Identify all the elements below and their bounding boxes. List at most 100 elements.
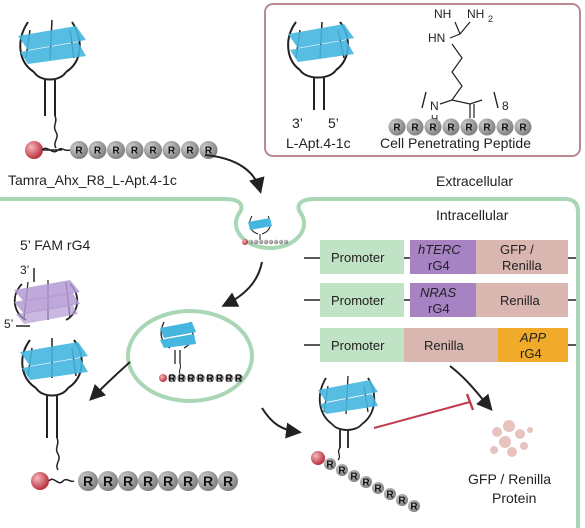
legend-aptamer-name: L-Apt.4-1c <box>286 135 351 151</box>
tiny-bead <box>278 239 284 245</box>
endosome-bead <box>215 373 224 383</box>
free-bead-letter: R <box>326 460 334 471</box>
conjugate-bead-letter: R <box>168 146 176 157</box>
conjugate-bead-letter: R <box>94 146 102 157</box>
free-aptamer-icon <box>318 375 378 461</box>
endosome-bead-letter: R <box>168 374 176 385</box>
legend-aptamer-3prime: 3’ <box>292 115 303 131</box>
tiny-bead <box>273 239 279 245</box>
legend-bead <box>460 118 478 136</box>
svg-text:rG4: rG4 <box>428 258 450 273</box>
endosome-bead-letter: R <box>178 374 186 385</box>
rg4-probe-label: 5’ FAM rG4 <box>20 237 90 253</box>
free-bead-letter: R <box>338 466 346 477</box>
conjugate-bead <box>88 141 107 159</box>
bottom-bead <box>118 471 138 491</box>
svg-text:Promoter: Promoter <box>331 250 385 265</box>
conjugate-bead <box>199 141 218 159</box>
svg-text:hTERC: hTERC <box>418 242 461 257</box>
bottom-bead-letter: R <box>223 473 233 489</box>
bottom-bead <box>138 471 158 491</box>
free-bead <box>396 494 408 506</box>
legend-bead-letter: R <box>519 123 527 134</box>
svg-text:2: 2 <box>488 14 493 24</box>
fam-rg4-structure <box>13 268 80 327</box>
conjugate-bead <box>181 141 199 159</box>
free-bead <box>384 488 396 500</box>
endosome-bead <box>224 373 234 383</box>
conjugate-bead-letter: R <box>205 146 213 157</box>
bottom-bead-letter: R <box>83 473 93 489</box>
probe-binding-arrow <box>89 361 131 401</box>
legend-bead <box>388 118 406 136</box>
free-bead-letter: R <box>398 496 406 507</box>
svg-text:NH: NH <box>434 7 451 21</box>
protein-label-line1: GFP / Renilla <box>468 471 551 487</box>
free-bead <box>372 482 384 494</box>
endosome-bead-letter: R <box>225 374 233 385</box>
legend-bead-letter: R <box>393 123 401 134</box>
bottom-bead <box>178 471 198 491</box>
svg-text:Promoter: Promoter <box>331 293 385 308</box>
free-bead-letter: R <box>350 472 358 483</box>
bottom-bead <box>98 471 118 491</box>
intracellular-label: Intracellular <box>436 207 509 223</box>
protein-label-line2: Protein <box>492 490 536 506</box>
svg-text:APP: APP <box>519 330 546 345</box>
legend-bead <box>424 118 442 136</box>
bottom-bead-letter: R <box>203 473 213 489</box>
bottom-bead-letter: R <box>123 473 133 489</box>
bound-aptamer-icon <box>20 338 88 471</box>
free-bead <box>348 470 360 482</box>
cell-membrane <box>0 197 580 528</box>
legend-aptamer-icon <box>287 21 354 110</box>
svg-text:Renilla: Renilla <box>424 338 465 353</box>
conjugate-bead-letter: R <box>149 146 157 157</box>
free-bead-letter: R <box>362 478 370 489</box>
svg-text:N: N <box>430 99 439 113</box>
svg-text:GFP /: GFP / <box>500 242 534 257</box>
tiny-bead <box>283 239 289 245</box>
rg4-probe-5prime: 5’ <box>4 317 13 331</box>
extracellular-label: Extracellular <box>436 173 513 189</box>
legend-bead <box>406 118 424 136</box>
endosome-bead-letter: R <box>187 374 195 385</box>
tiny-bead <box>268 239 274 245</box>
svg-text:NH: NH <box>467 7 484 21</box>
conjugate-bead <box>70 141 88 159</box>
internalization-arrow <box>221 261 263 307</box>
endosome-bead-letter: R <box>235 374 243 385</box>
translation-arrow <box>449 365 493 412</box>
conjugate-bead <box>125 141 144 159</box>
release-arrow <box>261 407 302 439</box>
free-bead <box>360 476 372 488</box>
conjugate-bead-letter: R <box>186 146 194 157</box>
bottom-bead-letter: R <box>183 473 193 489</box>
bottom-bead-letter: R <box>103 473 113 489</box>
endosome-bead <box>205 373 215 383</box>
bottom-bead-letter: R <box>163 473 173 489</box>
conjugate-bead <box>162 141 181 159</box>
legend-bead <box>514 118 532 136</box>
tiny-bead <box>248 239 254 245</box>
legend-bead <box>478 118 496 136</box>
free-bead <box>324 458 336 470</box>
legend-bead <box>496 118 514 136</box>
bottom-bead <box>198 471 218 491</box>
svg-text:8: 8 <box>502 99 509 113</box>
legend-peptide-name: Cell Penetrating Peptide <box>380 135 531 151</box>
legend-bead-letter: R <box>465 123 473 134</box>
free-tamra-dye <box>311 451 325 465</box>
legend-bead <box>442 118 460 136</box>
conjugate-bead <box>144 141 162 159</box>
endosome-bead <box>196 373 205 383</box>
endosome-bead <box>234 373 243 383</box>
tiny-bead <box>253 239 259 245</box>
bottom-bead-letter: R <box>143 473 153 489</box>
svg-text:HN: HN <box>428 31 445 45</box>
svg-text:Renilla: Renilla <box>500 293 541 308</box>
bottom-bead <box>218 471 238 491</box>
inhibition-arrow <box>373 393 475 429</box>
